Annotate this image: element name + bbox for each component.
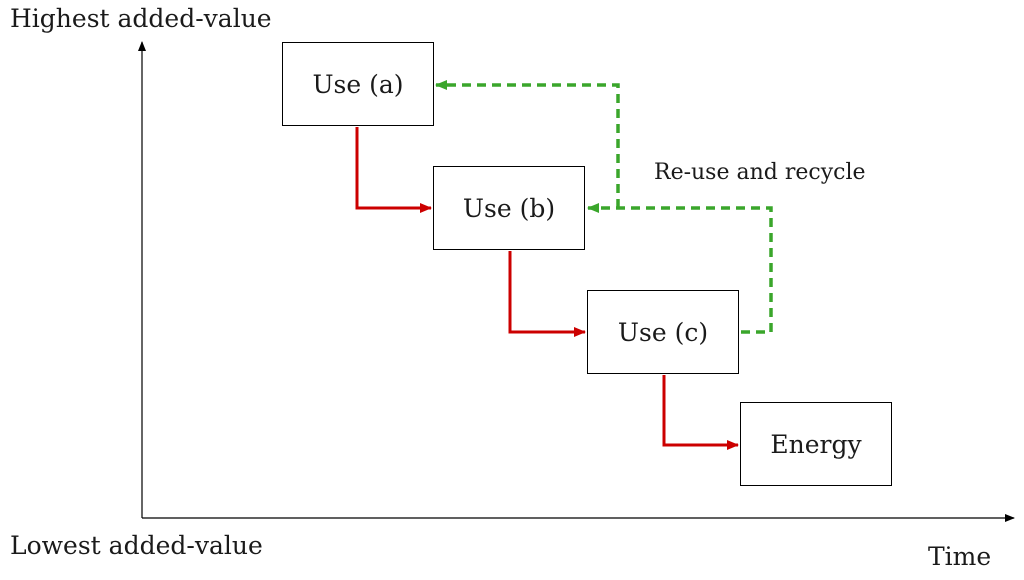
recycle-arrow-c-to-b [587,203,773,334]
y-axis-bottom-label: Lowest added-value [10,531,263,560]
x-axis-label: Time [928,542,992,571]
recycle-loop-label: Re-use and recycle [654,160,866,185]
energy-label: Energy [770,429,862,459]
use-a-label: Use (a) [312,69,404,99]
use-b-box: Use (b) [433,166,585,250]
recycle-arrow-b-to-a [435,80,620,208]
cascade-arrow-c-to-energy [662,375,739,450]
cascade-arrow-a-to-b [355,127,432,213]
use-a-box: Use (a) [282,42,434,126]
energy-box: Energy [740,402,892,486]
y-axis-top-label: Highest added-value [10,4,272,33]
use-b-label: Use (b) [462,193,556,223]
use-c-box: Use (c) [587,290,739,374]
use-c-label: Use (c) [617,317,709,347]
cascade-arrow-b-to-c [508,251,586,337]
